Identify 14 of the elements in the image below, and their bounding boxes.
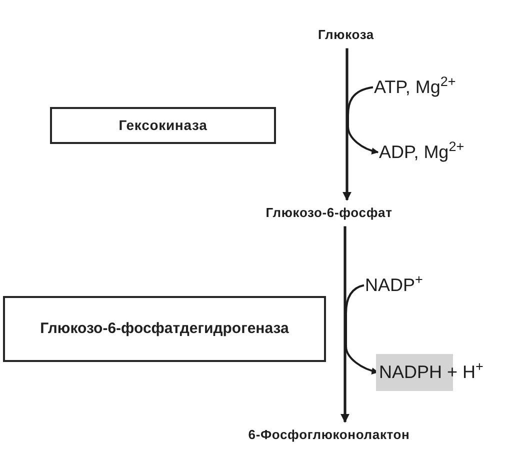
- cofactor-label: ADP, Mg$^{2+}$: [379, 141, 464, 164]
- compound-label: Глюкоза: [318, 27, 374, 44]
- curved-arrow: [347, 86, 379, 154]
- cofactor-label: ATP, Mg$^{2+}$: [374, 76, 456, 98]
- compound-label: Глюкозо-6-фосфат: [266, 205, 392, 222]
- cofactor-label: NADP$^{+}$: [365, 274, 423, 296]
- enzyme-box: [3, 296, 326, 362]
- enzyme-name: Глюкозо-6-фосфатдегидрогеназа: [40, 318, 289, 339]
- arrow: [340, 226, 350, 423]
- arrow: [342, 48, 352, 201]
- enzyme-name: Гексокиназа: [118, 116, 208, 135]
- enzyme-box: [50, 107, 276, 144]
- highlighted-cofactor-label: NADPH + H$^{+}$: [376, 354, 484, 390]
- compound-label: 6-Фосфоглюконолактон: [248, 427, 410, 444]
